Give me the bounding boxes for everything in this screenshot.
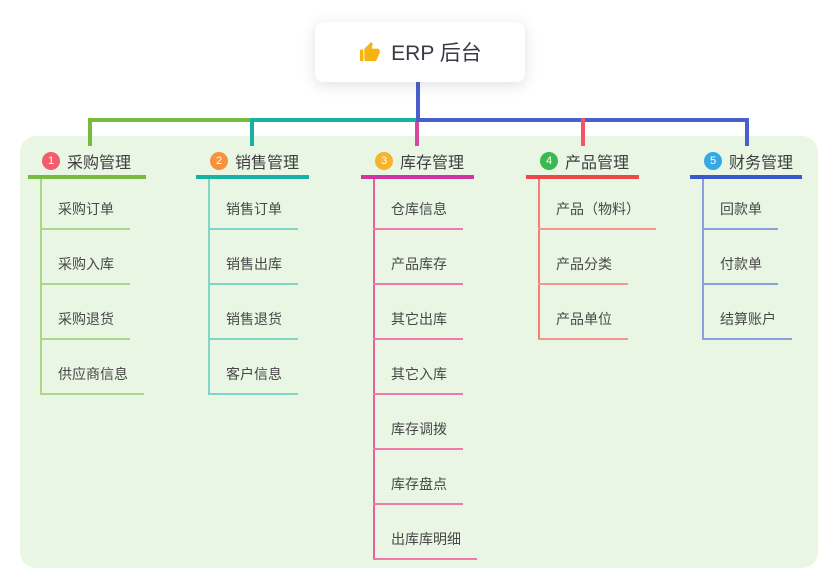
connector-drop-purchase bbox=[88, 118, 92, 146]
child-node[interactable]: 其它入库 bbox=[373, 365, 463, 395]
branch-header-inventory[interactable]: 3 库存管理 bbox=[361, 146, 474, 179]
child-node[interactable]: 仓库信息 bbox=[373, 200, 463, 230]
child-node[interactable]: 其它出库 bbox=[373, 310, 463, 340]
child-node[interactable]: 结算账户 bbox=[702, 310, 792, 340]
child-node[interactable]: 采购订单 bbox=[40, 200, 130, 230]
child-node[interactable]: 产品库存 bbox=[373, 255, 463, 285]
branch-trunk-product bbox=[538, 177, 540, 340]
child-node[interactable]: 库存盘点 bbox=[373, 475, 463, 505]
child-node[interactable]: 付款单 bbox=[702, 255, 778, 285]
branch-header-sales[interactable]: 2 销售管理 bbox=[196, 146, 309, 179]
branch-badge-2: 2 bbox=[210, 151, 228, 170]
connector-drop-product bbox=[581, 118, 585, 146]
child-node[interactable]: 产品（物料） bbox=[538, 200, 656, 230]
child-node[interactable]: 产品单位 bbox=[538, 310, 628, 340]
branch-label: 销售管理 bbox=[235, 154, 300, 172]
child-node[interactable]: 销售出库 bbox=[208, 255, 298, 285]
branch-trunk-inventory bbox=[373, 177, 375, 560]
child-node[interactable]: 采购退货 bbox=[40, 310, 130, 340]
child-node[interactable]: 产品分类 bbox=[538, 255, 628, 285]
child-node[interactable]: 采购入库 bbox=[40, 255, 130, 285]
child-node[interactable]: 库存调拨 bbox=[373, 420, 463, 450]
branch-trunk-purchase bbox=[40, 177, 42, 395]
branch-label: 采购管理 bbox=[67, 154, 132, 172]
branch-label: 库存管理 bbox=[400, 154, 465, 172]
child-node[interactable]: 销售退货 bbox=[208, 310, 298, 340]
branch-badge-1: 1 bbox=[42, 151, 60, 170]
child-node[interactable]: 销售订单 bbox=[208, 200, 298, 230]
connector-bus-sales bbox=[252, 118, 418, 122]
child-node[interactable]: 回款单 bbox=[702, 200, 778, 230]
branch-header-finance[interactable]: 5 财务管理 bbox=[690, 146, 802, 179]
child-node[interactable]: 供应商信息 bbox=[40, 365, 144, 395]
root-node-erp[interactable]: ERP 后台 bbox=[315, 22, 525, 82]
branch-badge-3: 3 bbox=[375, 151, 393, 170]
branch-trunk-sales bbox=[208, 177, 210, 395]
branch-label: 产品管理 bbox=[565, 154, 630, 172]
thumbs-up-icon bbox=[360, 41, 380, 61]
child-node[interactable]: 出库库明细 bbox=[373, 530, 477, 560]
branch-badge-4: 4 bbox=[540, 151, 558, 170]
child-node[interactable]: 客户信息 bbox=[208, 365, 298, 395]
branch-trunk-finance bbox=[702, 177, 704, 340]
branch-label: 财务管理 bbox=[729, 154, 794, 172]
root-connector-line bbox=[416, 80, 420, 120]
root-node-label: ERP 后台 bbox=[391, 42, 482, 65]
branch-badge-5: 5 bbox=[704, 151, 722, 170]
connector-bus-purchase bbox=[88, 118, 254, 122]
connector-drop-inventory bbox=[415, 122, 419, 146]
connector-drop-sales bbox=[250, 118, 254, 146]
branches-background-panel bbox=[20, 136, 818, 568]
branch-header-purchase[interactable]: 1 采购管理 bbox=[28, 146, 146, 179]
branch-header-product[interactable]: 4 产品管理 bbox=[526, 146, 639, 179]
connector-drop-finance bbox=[745, 118, 749, 146]
